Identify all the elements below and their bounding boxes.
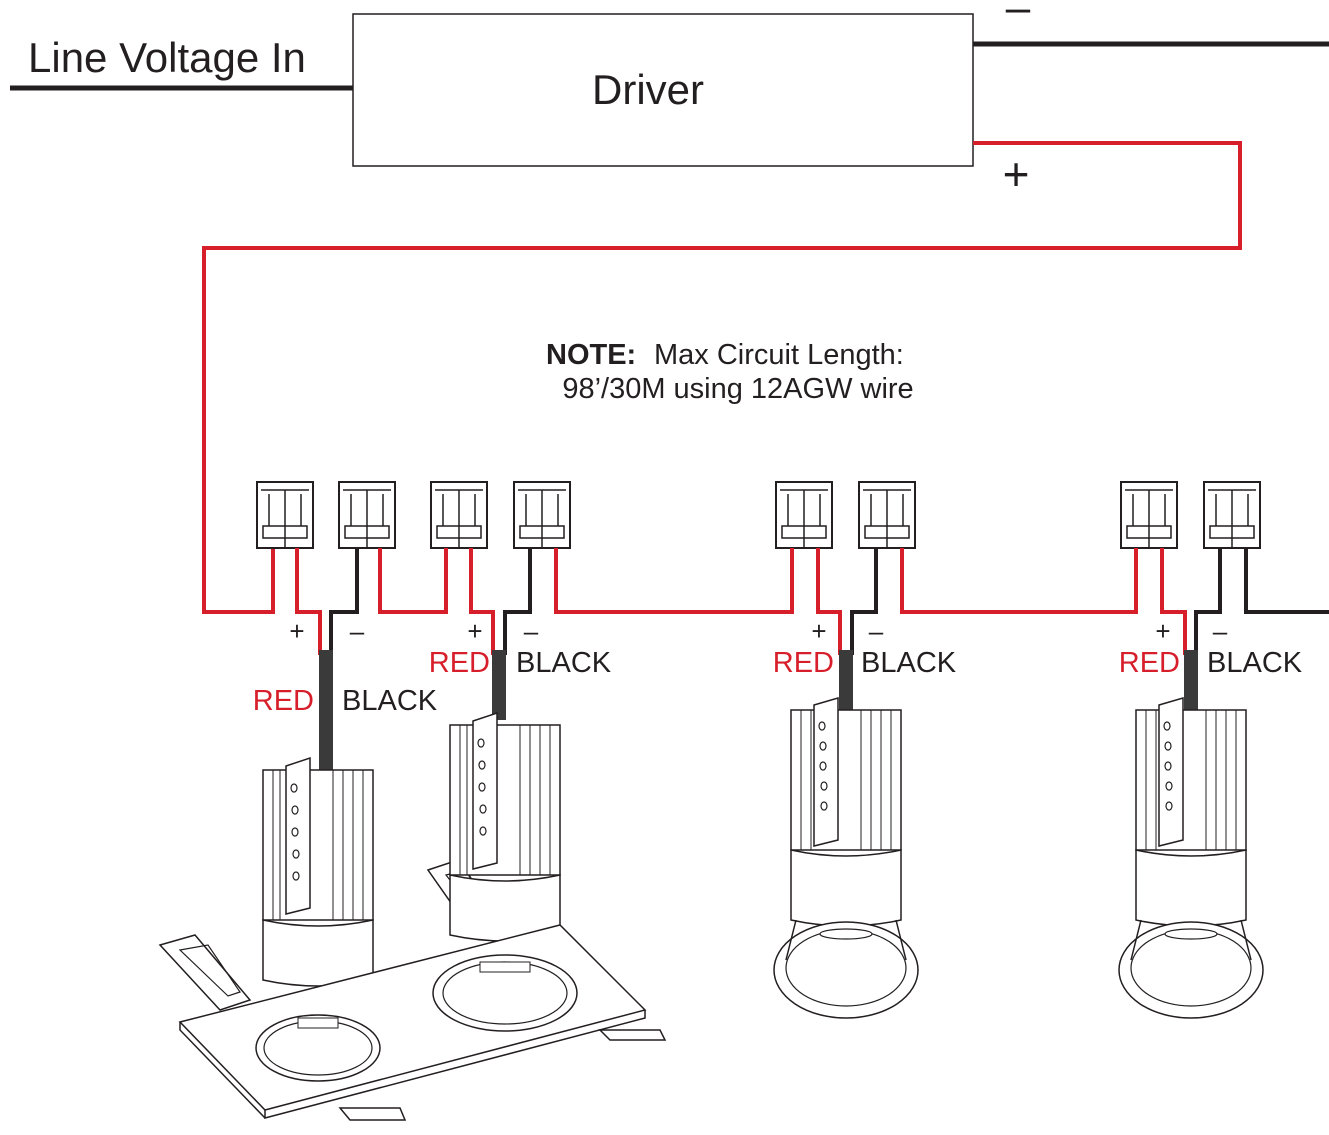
fixture2-cable [492, 650, 506, 720]
driver-negative-sign: – [1006, 0, 1031, 32]
fixture4-black-lead [1194, 548, 1222, 655]
fixture-round-1 [773, 697, 919, 1019]
wiring [295, 548, 1329, 655]
fixture3-cable [839, 650, 853, 720]
note-line2: 98’/30M using 12AGW wire [562, 373, 913, 405]
fixture3-black-label: BLACK [861, 647, 957, 679]
dual-light-rear [449, 712, 561, 942]
fixture-round-2 [1118, 697, 1264, 1019]
link-red-1 [378, 548, 448, 614]
fixture2-black-lead [503, 548, 532, 655]
driver-positive-sign: + [1003, 148, 1030, 200]
note-prefix: NOTE: [546, 339, 636, 371]
driver-box [352, 13, 974, 167]
fixture4-red-label: RED [1119, 647, 1180, 679]
connector-4 [513, 481, 571, 549]
connector-6 [858, 481, 916, 549]
fixture1-red-label: RED [253, 685, 314, 717]
fixture1-black-lead [329, 548, 359, 655]
note-line1: Max Circuit Length: [654, 339, 904, 371]
fixture3-minus: – [869, 616, 884, 646]
polarity-labels: + – + – + – + – [289, 616, 1227, 646]
connector-5 [775, 481, 833, 549]
note-section: NOTE: Max Circuit Length: 98’/30M using … [546, 339, 914, 405]
driver-title: Driver [592, 66, 704, 113]
dual-light-front [262, 757, 374, 987]
connector-8 [1203, 481, 1261, 549]
fixture2-plus: + [467, 616, 482, 646]
link-red-3 [900, 548, 1138, 614]
fixture3-black-lead [850, 548, 878, 655]
connector-1 [256, 481, 314, 549]
fixture4-black-label: BLACK [1207, 647, 1303, 679]
fixture1-minus: – [350, 616, 365, 646]
color-labels: RED BLACK RED BLACK RED BLACK RED BLACK [253, 647, 1303, 717]
fixture3-red-label: RED [773, 647, 834, 679]
line-voltage-label: Line Voltage In [28, 34, 306, 81]
link-red-2 [554, 548, 794, 614]
fixture3-red-lead [816, 548, 842, 655]
fixture-dual-square [158, 712, 667, 1121]
black-return-wire [1244, 548, 1329, 614]
connector-2 [338, 481, 396, 549]
trim-plate [178, 924, 647, 1111]
fixture2-red-label: RED [429, 647, 490, 679]
connector-3 [430, 481, 488, 549]
fixture1-black-label: BLACK [342, 685, 438, 717]
connector-group [256, 481, 1261, 549]
mount-clip-left [158, 934, 252, 1011]
fixture4-cable [1184, 650, 1198, 720]
connector-7 [1120, 481, 1178, 549]
fixture4-minus: – [1213, 616, 1228, 646]
fixture4-red-lead [1160, 548, 1187, 655]
driver-positive-wire [202, 141, 1242, 614]
fixture1-red-lead [295, 548, 322, 655]
fixture3-plus: + [811, 616, 826, 646]
driver-section: Driver Line Voltage In – + [10, 0, 1329, 614]
fixture4-plus: + [1155, 616, 1170, 646]
fixture2-red-lead [469, 548, 495, 655]
fixture2-minus: – [524, 616, 539, 646]
cables [319, 650, 1198, 770]
fixture1-cable [319, 650, 333, 770]
fixture2-black-label: BLACK [516, 647, 612, 679]
fixture1-plus: + [289, 616, 304, 646]
